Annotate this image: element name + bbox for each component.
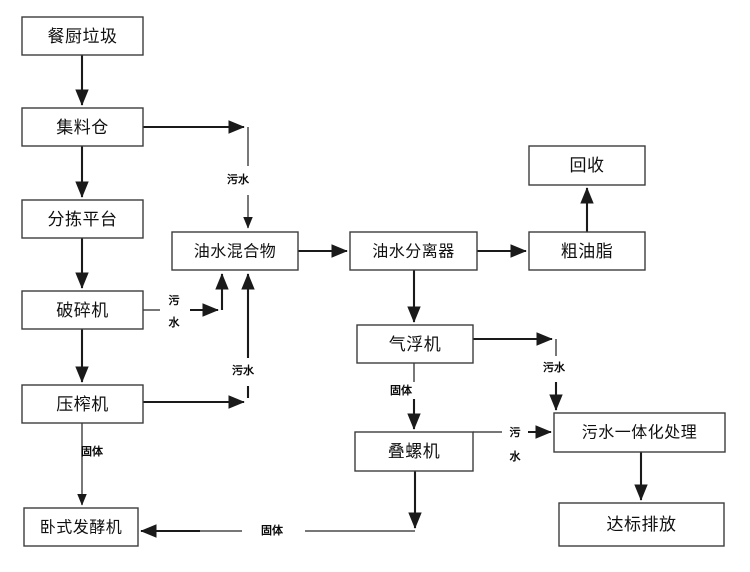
edge-labels: 污水 污 水 污水 固体 固体 污水 污 水 固体	[81, 172, 566, 537]
edge-label-solid-flotation: 固体	[390, 383, 413, 397]
edge-label-solid-screw: 固体	[261, 523, 284, 537]
node-label-compliant-discharge: 达标排放	[607, 515, 677, 535]
node-press[interactable]: 压榨机	[21, 384, 144, 424]
node-label-crusher: 破碎机	[56, 301, 109, 321]
node-label-flotation-machine: 气浮机	[389, 335, 442, 355]
node-oil-water-separator[interactable]: 油水分离器	[349, 231, 478, 271]
node-label-oil-water-separator: 油水分离器	[372, 242, 455, 261]
edge-label-sewage-screw-char1: 污	[510, 425, 521, 439]
node-compliant-discharge[interactable]: 达标排放	[558, 502, 725, 547]
edge-label-sewage-bin: 污水	[227, 172, 250, 186]
edges	[75, 55, 648, 538]
node-wastewater-plant[interactable]: 污水一体化处理	[553, 412, 726, 453]
edge-label-sewage-crusher-char1: 污	[169, 293, 180, 307]
edge-label-sewage-crusher-char2: 水	[169, 315, 181, 329]
edge-label-sewage-flotation: 污水	[543, 360, 566, 374]
edge-label-solid-press: 固体	[81, 444, 104, 458]
node-sorting-platform[interactable]: 分拣平台	[21, 199, 144, 239]
node-label-collection-bin: 集料仓	[56, 118, 109, 138]
node-horizontal-fermenter[interactable]: 卧式发酵机	[23, 507, 139, 547]
node-label-press: 压榨机	[56, 395, 109, 415]
node-label-recovery: 回收	[570, 156, 605, 176]
node-screw-press[interactable]: 叠螺机	[354, 431, 474, 472]
edge-label-sewage-press: 污水	[232, 363, 255, 377]
node-oil-water-mixture[interactable]: 油水混合物	[171, 231, 299, 271]
node-label-screw-press: 叠螺机	[388, 442, 441, 462]
node-label-oil-water-mixture: 油水混合物	[194, 242, 277, 261]
node-label-horizontal-fermenter: 卧式发酵机	[40, 518, 123, 537]
node-kitchen-waste[interactable]: 餐厨垃圾	[21, 16, 144, 56]
node-collection-bin[interactable]: 集料仓	[21, 107, 144, 147]
node-recovery[interactable]: 回收	[528, 145, 646, 186]
node-crude-oil[interactable]: 粗油脂	[528, 231, 646, 271]
node-crusher[interactable]: 破碎机	[21, 290, 144, 330]
node-label-crude-oil: 粗油脂	[561, 242, 614, 262]
node-label-sorting-platform: 分拣平台	[48, 210, 118, 230]
node-label-wastewater-plant: 污水一体化处理	[582, 423, 698, 442]
edge-label-sewage-screw-char2: 水	[510, 449, 522, 463]
nodes: 餐厨垃圾 集料仓 分拣平台 破碎机 压榨机 卧式发酵机	[21, 16, 726, 547]
node-flotation-machine[interactable]: 气浮机	[356, 324, 474, 364]
node-label-kitchen-waste: 餐厨垃圾	[48, 27, 118, 47]
